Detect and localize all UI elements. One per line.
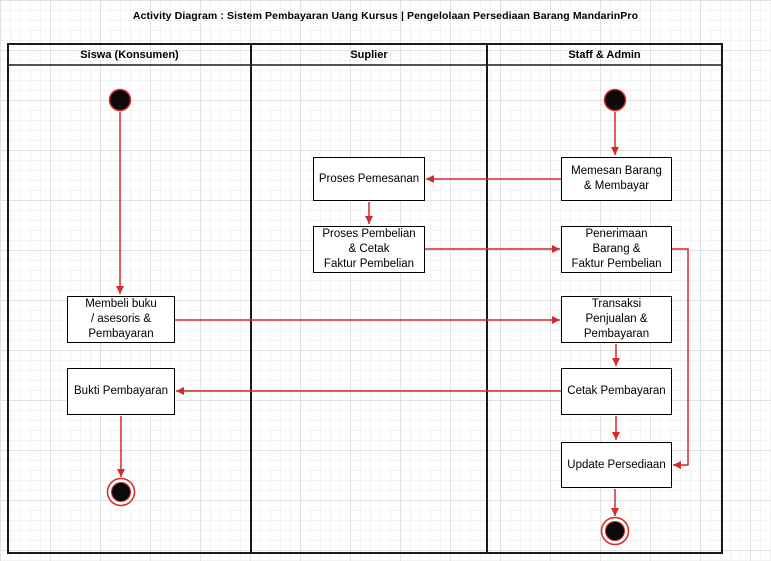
end-staff-final-node-ring-icon bbox=[600, 516, 630, 546]
start-staff-initial-node-icon bbox=[603, 88, 627, 112]
activity-node-membeli-buku: Membeli buku / asesoris & Pembayaran bbox=[67, 296, 175, 343]
lane-header-2: Staff & Admin bbox=[568, 48, 641, 61]
activity-node-cetak-pembayaran: Cetak Pembayaran bbox=[561, 368, 672, 415]
end-staff-final-node-icon bbox=[605, 521, 625, 541]
activity-node-bukti-pembayaran: Bukti Pembayaran bbox=[67, 368, 175, 415]
activity-node-penerimaan-barang: Penerimaan Barang & Faktur Pembelian bbox=[561, 226, 672, 273]
edge-penerimaan-barang-to-update-persediaan bbox=[672, 248, 689, 469]
end-siswa-final-node-ring-icon bbox=[106, 477, 136, 507]
activity-node-memesan-barang: Memesan Barang & Membayar bbox=[561, 157, 672, 201]
end-siswa-final-node-icon bbox=[111, 482, 131, 502]
activity-node-proses-pemesanan: Proses Pemesanan bbox=[313, 157, 425, 201]
activity-node-transaksi-penjualan: Transaksi Penjualan & Pembayaran bbox=[561, 296, 672, 343]
start-siswa-initial-node-icon bbox=[108, 88, 132, 112]
activity-node-proses-pembelian: Proses Pembelian & Cetak Faktur Pembelia… bbox=[313, 226, 425, 273]
diagram-title: Activity Diagram : Sistem Pembayaran Uan… bbox=[132, 10, 639, 22]
lane-header-0: Siswa (Konsumen) bbox=[80, 48, 179, 61]
activity-node-update-persediaan: Update Persediaan bbox=[561, 442, 672, 488]
lane-header-1: Suplier bbox=[350, 48, 388, 61]
